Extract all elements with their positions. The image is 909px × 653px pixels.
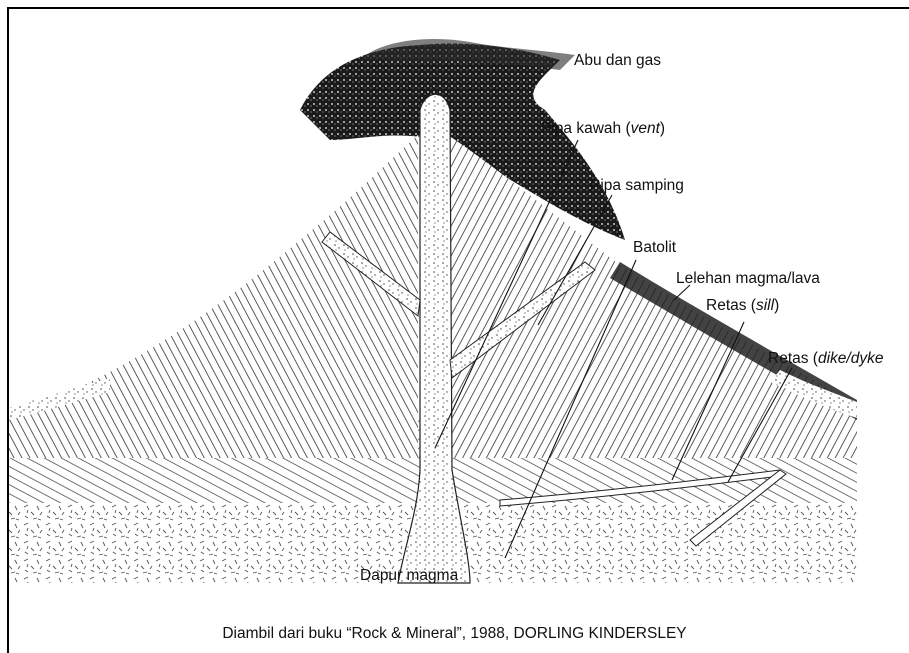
label-sill: Retas (sill) [706, 297, 779, 314]
left-cone-flank [9, 135, 418, 458]
figure-caption: Diambil dari buku “Rock & Mineral”, 1988… [0, 625, 909, 643]
label-batholith: Batolit [633, 239, 677, 256]
label-ash-gas: Abu dan gas [574, 52, 661, 69]
label-lava: Lelehan magma/lava [676, 270, 820, 287]
label-side-vent: Pipa samping [590, 177, 684, 194]
leader-lava [674, 285, 690, 300]
label-vent: Pipa kawah (vent) [541, 120, 665, 137]
label-dike: Retas (dike/dyke [768, 350, 884, 367]
label-magma-chamber: Dapur magma [360, 567, 459, 584]
